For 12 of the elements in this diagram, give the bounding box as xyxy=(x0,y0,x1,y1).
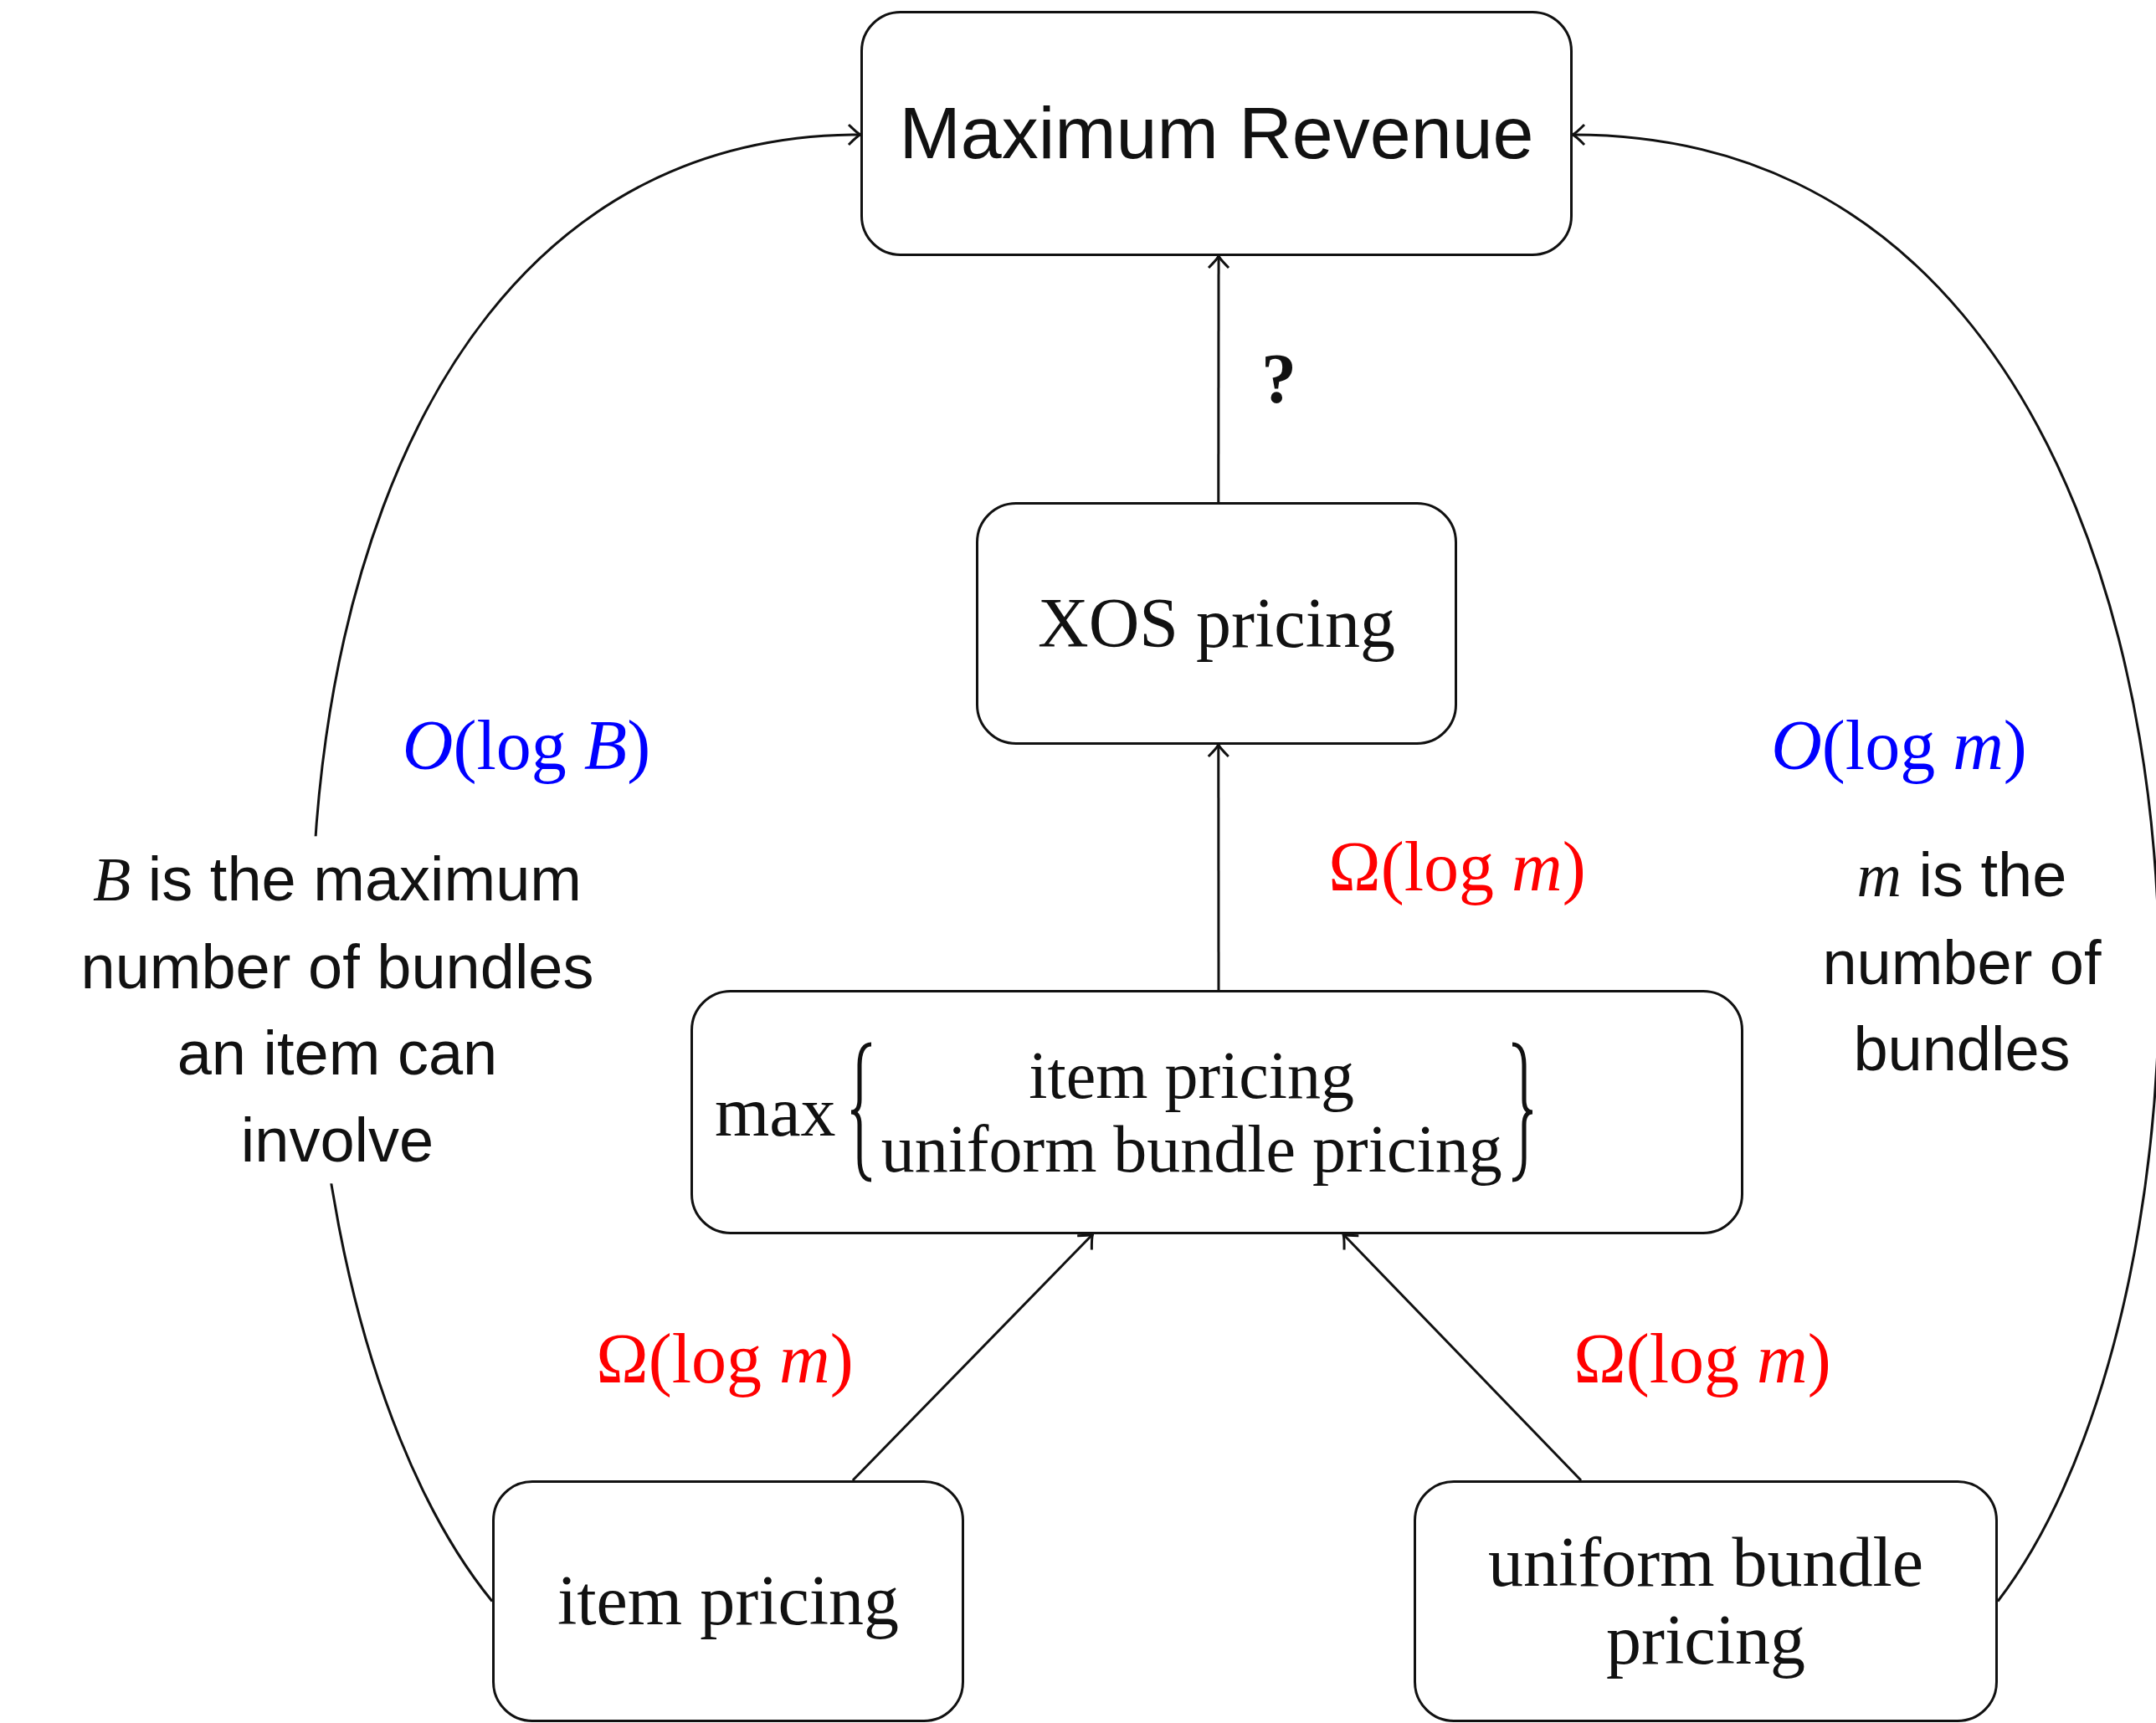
operator-text: max xyxy=(715,1073,836,1151)
process-box xyxy=(1414,1480,1998,1722)
node-text: item pricing xyxy=(556,1562,901,1640)
node-text: uniform bundle pricing xyxy=(1486,1524,1925,1679)
process-box xyxy=(860,11,1573,256)
process-box xyxy=(976,502,1457,745)
process-box xyxy=(690,990,1743,1234)
node-text: uniform bundle pricing xyxy=(880,1112,1502,1186)
node-text: Maximum Revenue xyxy=(898,93,1535,174)
node-text: item pricing xyxy=(1029,1038,1355,1112)
node-text: XOS pricing xyxy=(1037,584,1396,663)
process-box xyxy=(492,1480,964,1722)
